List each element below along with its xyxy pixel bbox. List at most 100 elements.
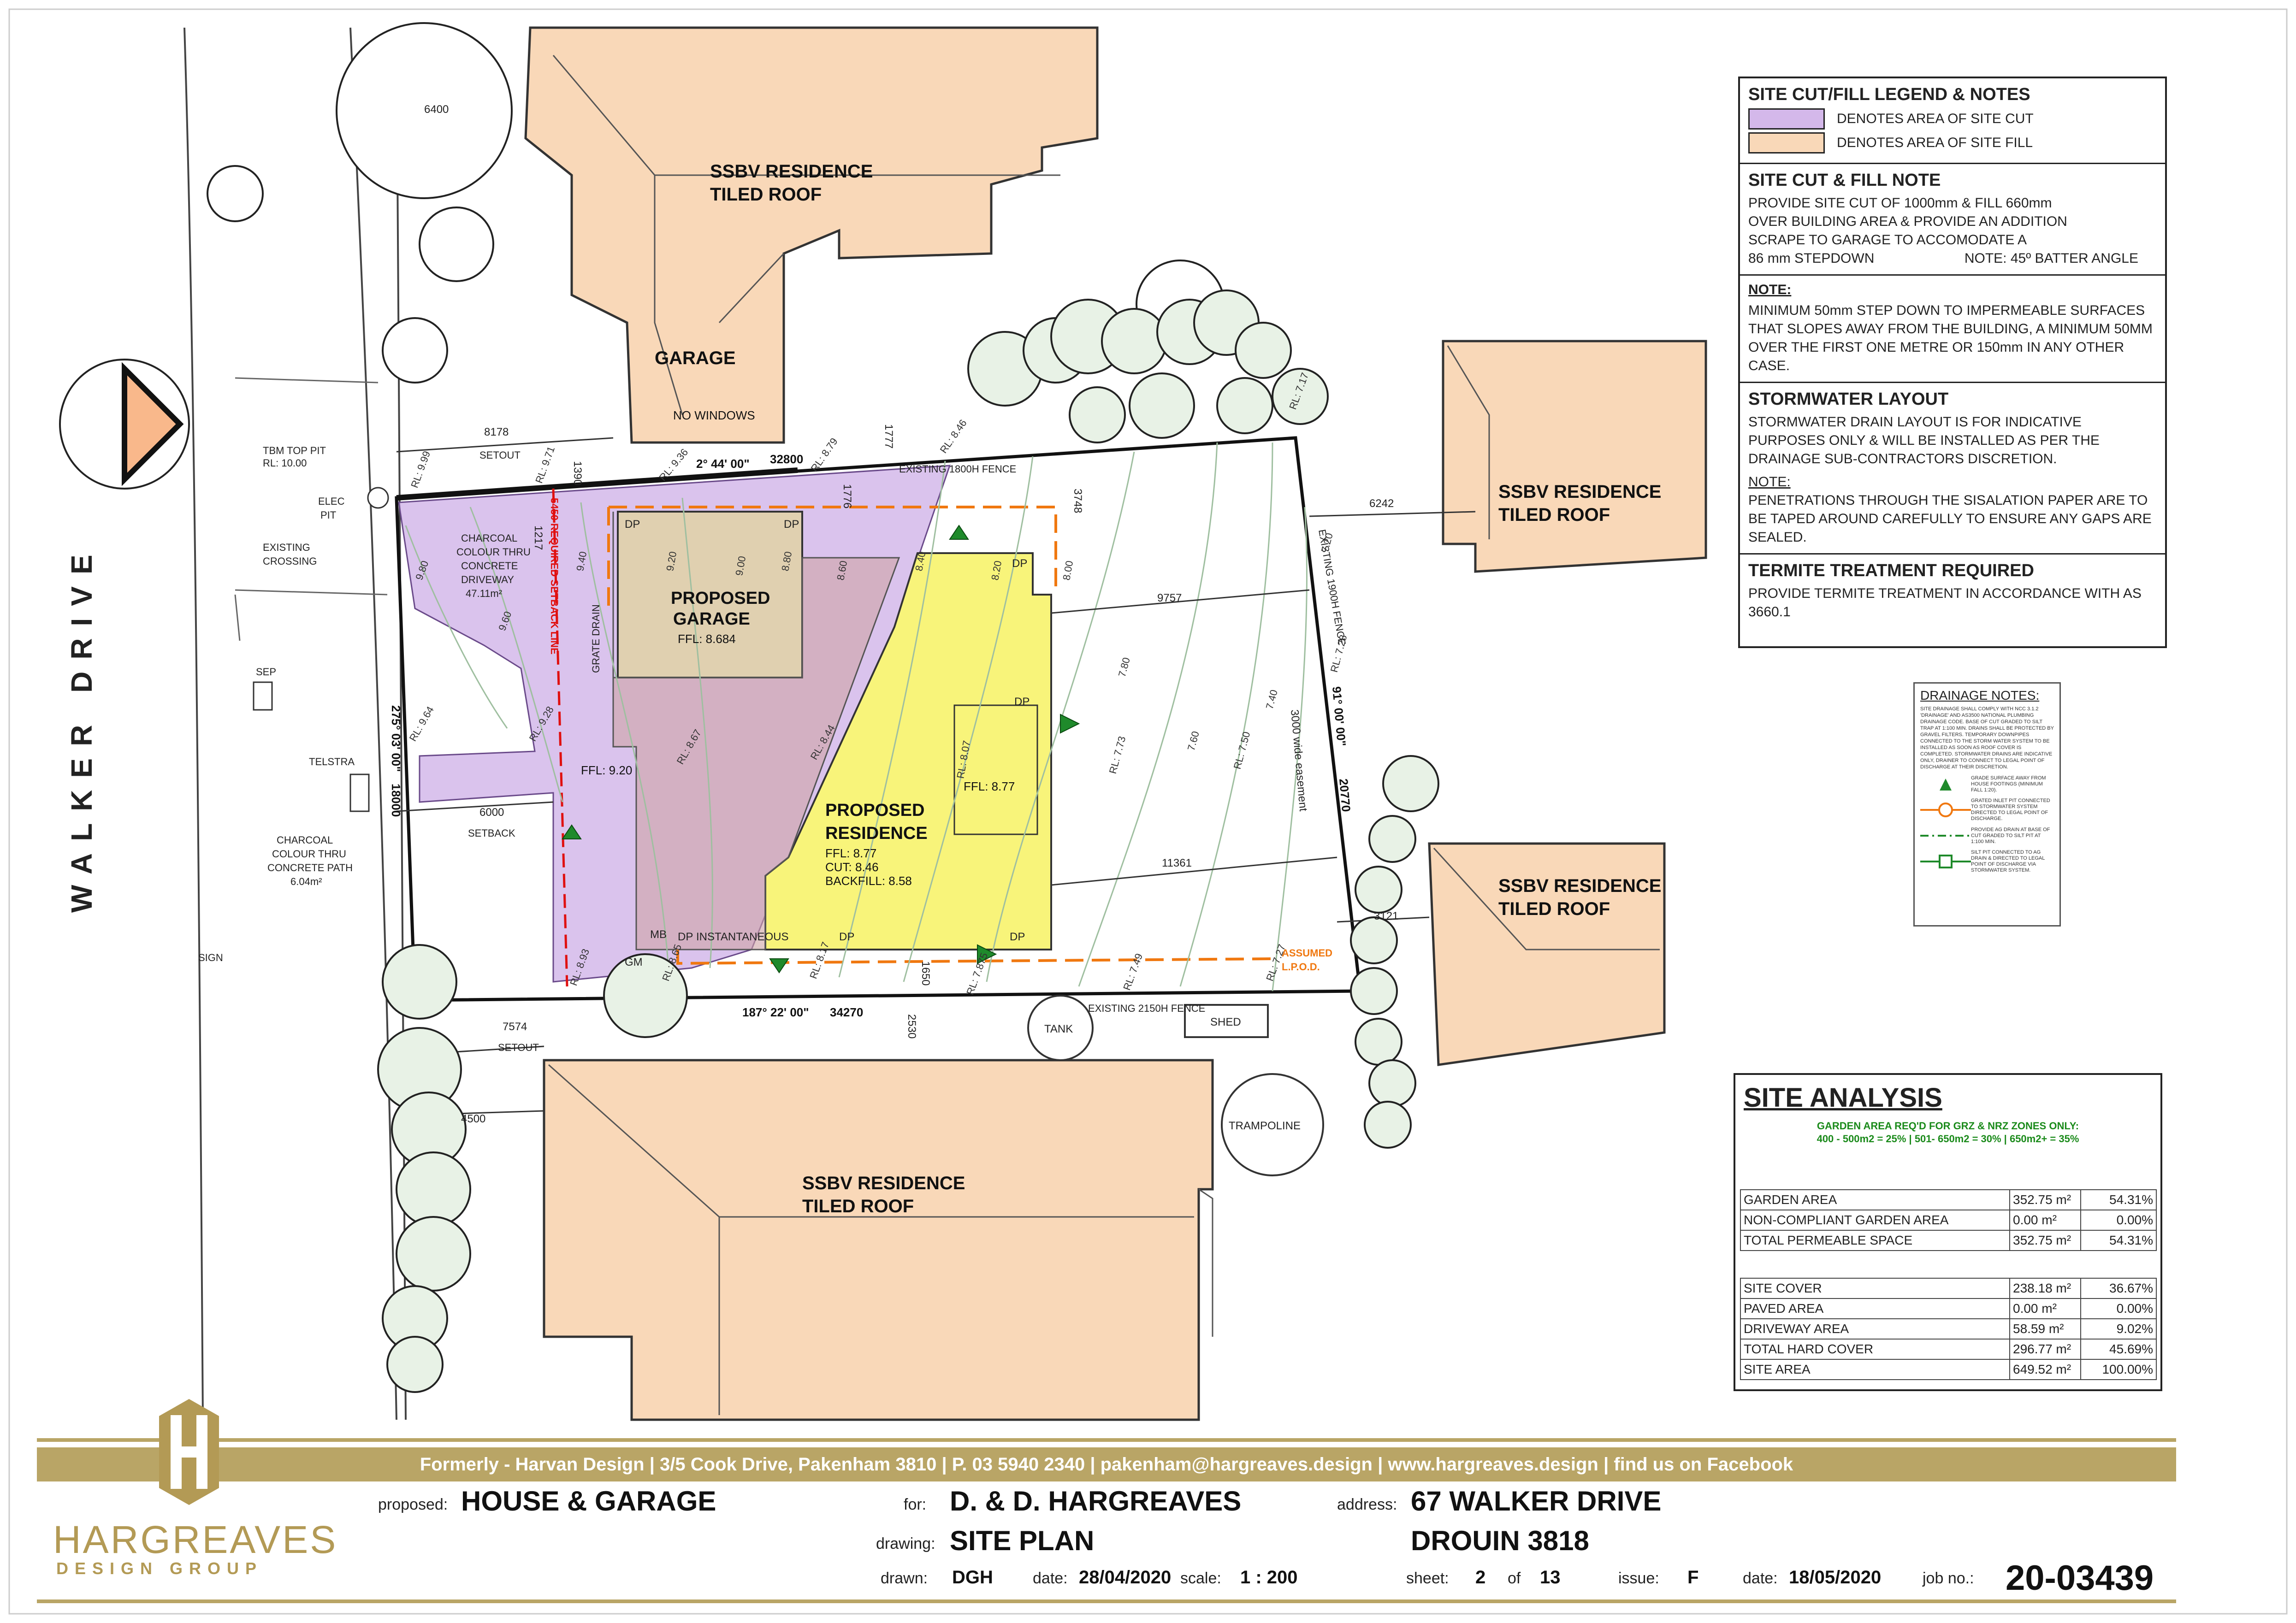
residence-backfill: BACKFILL: 8.58 — [825, 874, 912, 888]
contour-780: 7.80 — [1116, 656, 1132, 678]
drainage-sym3-row: PROVIDE AG DRAIN AT BASE OF CUT GRADED T… — [1920, 826, 2054, 845]
neighbour-east2-label-2: TILED ROOF — [1498, 899, 1610, 919]
length-east: 20770 — [1337, 778, 1353, 813]
site-analysis-label: TOTAL HARD COVER — [1740, 1339, 2010, 1360]
dim-3121: 3121 — [1374, 910, 1398, 922]
cutfill-note: SITE CUT & FILL NOTE PROVIDE SITE CUT OF… — [1740, 164, 2165, 276]
neighbour-east2-roof — [1428, 842, 1666, 1066]
contour-740: 7.40 — [1264, 688, 1280, 710]
site-analysis-pct: 100.00% — [2080, 1359, 2157, 1380]
driveway-label-4: DRIVEWAY — [461, 574, 514, 585]
path-label-1: CHARCOAL — [277, 834, 333, 846]
drainage-sym2-row: GRATED INLET PIT CONNECTED TO STORMWATER… — [1920, 798, 2054, 822]
garden-requirement: GARDEN AREA REQ'D FOR GRZ & NRZ ZONES ON… — [1735, 1120, 2160, 1145]
silt-pit-icon — [1920, 852, 1971, 871]
job-value: 20-03439 — [2006, 1558, 2154, 1598]
fence-south: EXISTING 2150H FENCE — [1088, 1003, 1205, 1014]
neighbour-east2-label-1: SSBV RESIDENCE — [1498, 876, 1661, 896]
proposed-garage-ffl: FFL: 8.684 — [678, 632, 736, 646]
stormwater-note: STORMWATER LAYOUT STORMWATER DRAIN LAYOU… — [1740, 383, 2165, 555]
garden-req-line-2: 400 - 500m2 = 25% | 501- 650m2 = 30% | 6… — [1817, 1133, 2079, 1145]
assumed-label: ASSUMED — [1282, 947, 1332, 959]
address-key: address: — [1337, 1496, 1397, 1513]
shed-label: SHED — [1210, 1016, 1241, 1028]
note-text: MINIMUM 50mm STEP DOWN TO IMPERMEABLE SU… — [1748, 303, 2153, 373]
drawn-key: drawn: — [881, 1570, 928, 1587]
site-analysis-pct: 9.02% — [2080, 1318, 2157, 1340]
setback-line-label: 5450 REQUIRED SETBACK LINE — [549, 498, 560, 655]
title-block-top-rule — [37, 1438, 2176, 1442]
proposed-garage-label-2: GARAGE — [673, 609, 750, 629]
note2-title: NOTE: — [1748, 474, 1791, 490]
driveway-label-2: COLOUR THRU — [456, 546, 531, 558]
date2-key: date: — [1743, 1570, 1778, 1587]
bearing-west: 275° 03' 00" — [389, 705, 403, 772]
driveway-label-1: CHARCOAL — [461, 532, 517, 544]
dim-1777: 1777 — [882, 424, 895, 449]
drawing-key: drawing: — [876, 1535, 935, 1552]
lpod-label: L.P.O.D. — [1282, 961, 1320, 973]
legend-fill-row: DENOTES AREA OF SITE FILL — [1748, 132, 2157, 153]
site-analysis-value: 0.00 m² — [2009, 1298, 2081, 1319]
rl-728: RL: 7.28 — [1328, 633, 1349, 673]
drainage-sym1-row: GRADE SURFACE AWAY FROM HOUSE FOOTINGS (… — [1920, 775, 2054, 793]
neighbour-north-label-1: SSBV RESIDENCE — [710, 161, 873, 182]
cutfill-line-4: 86 mm STEPDOWN NOTE: 45º BATTER ANGLE — [1748, 249, 2157, 268]
cut-label: DENOTES AREA OF SITE CUT — [1837, 111, 2034, 126]
tank-label: TANK — [1044, 1023, 1073, 1035]
site-analysis-value: 58.59 m² — [2009, 1318, 2081, 1340]
site-analysis-pct: 54.31% — [2080, 1230, 2157, 1251]
site-analysis-pct: 36.67% — [2080, 1278, 2157, 1299]
path-label-3: CONCRETE PATH — [267, 862, 353, 873]
cutfill-line-3: SCRAPE TO GARAGE TO ACCOMODATE A — [1748, 232, 2027, 248]
for-value: D. & D. HARGREAVES — [950, 1486, 1242, 1517]
neighbour-north-roof — [524, 26, 1099, 444]
site-analysis-value: 238.18 m² — [2009, 1278, 2081, 1299]
dp-label-3: DP — [1012, 557, 1027, 570]
telstra-label: TELSTRA — [309, 756, 355, 767]
site-analysis-label: GARDEN AREA — [1740, 1189, 2010, 1210]
sheet-value: 2 — [1475, 1567, 1486, 1588]
neighbour-east1-label-1: SSBV RESIDENCE — [1498, 482, 1661, 502]
neighbour-east1-roof — [1442, 340, 1707, 573]
residence-cut: CUT: 8.46 — [825, 860, 879, 874]
site-analysis-title: SITE ANALYSIS — [1744, 1083, 1942, 1113]
site-analysis-value: 296.77 m² — [2009, 1339, 2081, 1360]
dim-4500: 4500 — [461, 1113, 485, 1125]
of-value: 13 — [1540, 1567, 1561, 1588]
neighbour-south-roof — [543, 1059, 1214, 1421]
drawn-value: DGH — [952, 1567, 993, 1588]
tbm-label: TBM TOP PIT — [263, 445, 326, 456]
issue-value: F — [1687, 1567, 1699, 1588]
green-triangle-icon — [1920, 775, 1971, 793]
cutfill-line-2: OVER BUILDING AREA & PROVIDE AN ADDITION — [1748, 214, 2067, 229]
proposed-key: proposed: — [378, 1496, 448, 1513]
neighbour-south-label-2: TILED ROOF — [802, 1196, 914, 1216]
termite-text: PROVIDE TERMITE TREATMENT IN ACCORDANCE … — [1748, 586, 2142, 620]
driveway-label-5: 47.11m² — [466, 588, 502, 599]
proposed-value: HOUSE & GARAGE — [461, 1486, 716, 1517]
bearing-south: 187° 22' 00" — [742, 1005, 809, 1019]
dim-2530: 2530 — [905, 1014, 918, 1039]
existing-label: EXISTING — [263, 542, 310, 553]
legend-cut-row: DENOTES AREA OF SITE CUT — [1748, 108, 2157, 130]
termite-note: TERMITE TREATMENT REQUIRED PROVIDE TERMI… — [1740, 555, 2165, 628]
legend-cutfill: SITE CUT/FILL LEGEND & NOTES DENOTES ARE… — [1740, 78, 2165, 164]
rl-846: RL: 8.46 — [938, 417, 969, 455]
proposed-residence — [764, 552, 1052, 950]
sep-label: SEP — [256, 666, 276, 678]
contour-760: 7.60 — [1185, 730, 1201, 752]
scale-value: 1 : 200 — [1240, 1567, 1298, 1588]
setback-label: SETBACK — [468, 827, 515, 839]
storm-title: STORMWATER LAYOUT — [1748, 390, 1949, 409]
site-analysis-pct: 45.69% — [2080, 1339, 2157, 1360]
dim-6242: 6242 — [1369, 497, 1394, 510]
drainage-sym1: GRADE SURFACE AWAY FROM HOUSE FOOTINGS (… — [1971, 775, 2046, 793]
dim-1390: 1390 — [571, 461, 584, 485]
garden-req-line-1: GARDEN AREA REQ'D FOR GRZ & NRZ ZONES ON… — [1817, 1120, 2079, 1132]
dim-3748: 3748 — [1071, 489, 1084, 513]
